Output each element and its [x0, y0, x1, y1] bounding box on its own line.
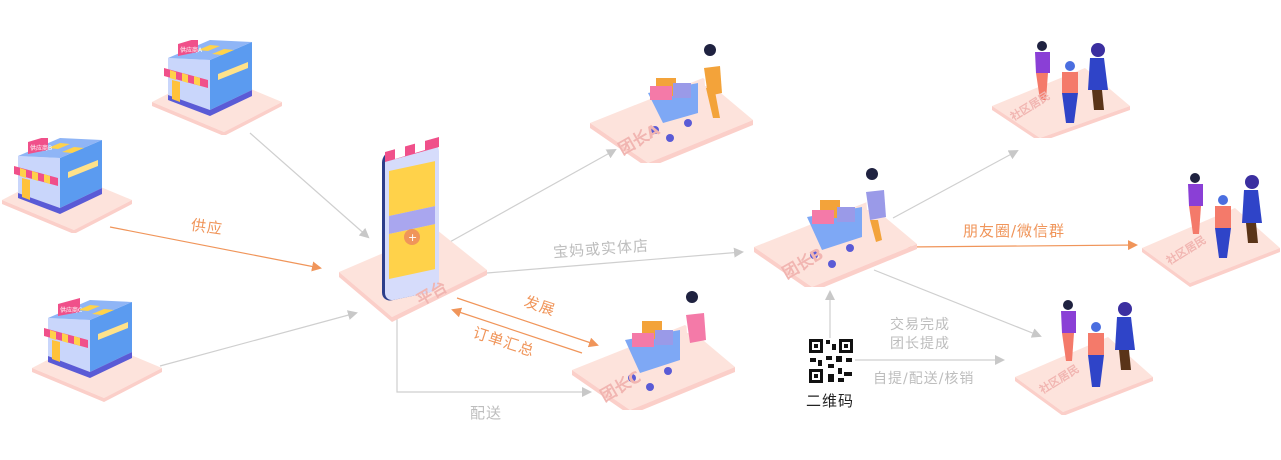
edge-supplierB-platform [109, 226, 322, 272]
residents-mid-node: 社区居民 [1140, 168, 1281, 292]
edge-leaderB-residents-top [892, 150, 1019, 219]
store-icon: 供应商B [2, 136, 132, 234]
edge-leaderB-residents-bottom [873, 269, 1042, 338]
supplier-b-sign: 供应商B [30, 144, 52, 152]
platform-node: + 平台 [337, 132, 497, 331]
qr-code-label: 二维码 [806, 392, 855, 410]
leader-a-node: 团长A [588, 38, 758, 168]
residents-bottom-node: 社区居民 [1013, 295, 1158, 419]
edge-supplierC-platform [159, 310, 358, 367]
people-group-icon [1015, 300, 1153, 416]
store-icon: 供应商A [152, 38, 282, 136]
edge-leaderC-platform-orders [451, 307, 583, 354]
supplier-c-sign: 供应商C [60, 306, 82, 314]
leader-b-node: 团长B [752, 162, 922, 292]
supply-label: 供应 [189, 215, 225, 239]
svg-text:+: + [408, 231, 417, 244]
moments-wechat-label: 朋友圈/微信群 [963, 222, 1066, 240]
shopping-cart-leader-icon [572, 291, 735, 415]
people-group-icon [1142, 173, 1280, 287]
delivery-label: 配送 [470, 404, 503, 422]
edge-platform-leaderC-delivery [396, 318, 592, 397]
edge-platform-leaderC-develop [456, 297, 599, 348]
store-icon: 供应商C [32, 298, 162, 402]
supplier-b-node: 供应商B [0, 136, 135, 237]
edge-leaderB-residents-mid [905, 240, 1138, 251]
leader-commission-label: 团长提成 [890, 336, 950, 352]
edge-platform-leaderB [486, 247, 744, 274]
people-group-icon [992, 41, 1130, 142]
residents-top-node: 社区居民 [990, 38, 1135, 142]
phone-shop-icon: + [339, 137, 487, 322]
supplier-a-node: 供应商A [150, 38, 285, 139]
edge-platform-leaderA [447, 149, 617, 244]
leader-c-node: 团长C [570, 285, 740, 415]
shopping-cart-leader-icon [590, 44, 753, 168]
pickup-options-label: 自提/配送/核销 [873, 371, 975, 387]
supplier-c-node: 供应商C [30, 298, 165, 412]
qr-code-icon [808, 338, 854, 384]
trade-done-label: 交易完成 [890, 317, 950, 333]
supplier-a-sign: 供应商A [180, 46, 203, 54]
shopping-cart-leader-icon [754, 168, 917, 292]
edge-supplierA-platform [249, 132, 370, 239]
qr-code-node [808, 338, 854, 388]
